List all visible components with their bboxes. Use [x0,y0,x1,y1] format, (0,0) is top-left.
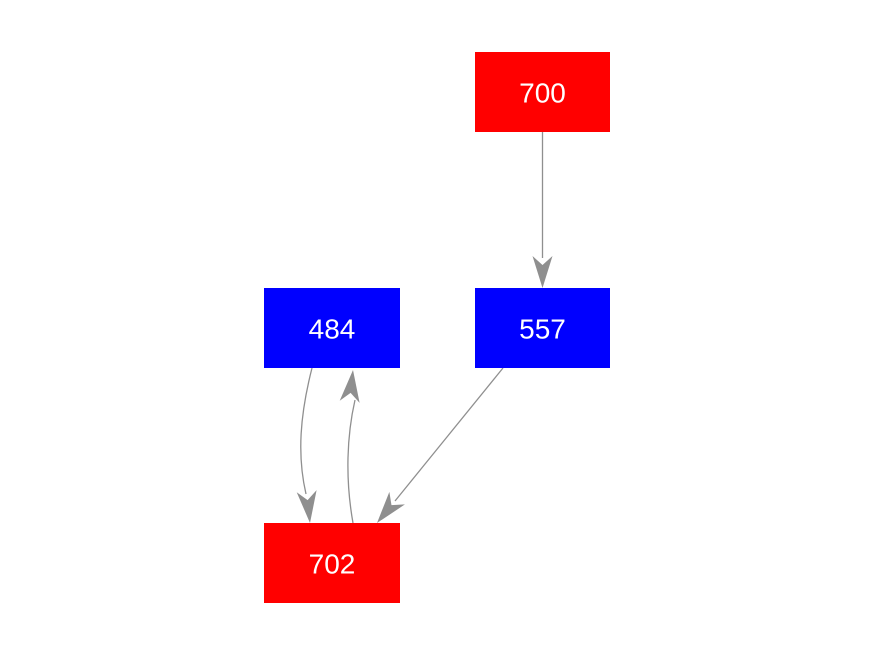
node-702-box[interactable] [264,523,400,603]
node-702[interactable]: 702 [264,523,400,603]
node-700-box[interactable] [475,52,610,132]
node-557-box[interactable] [475,288,610,368]
edge-700-557 [532,132,553,288]
edge-557-702 [377,367,504,523]
node-484[interactable]: 484 [264,288,400,368]
edge-702-484-line [347,399,356,524]
edge-557-702-arrowhead-icon [377,491,405,523]
node-484-box[interactable] [264,288,400,368]
edge-702-484 [339,370,360,524]
node-557[interactable]: 557 [475,288,610,368]
edge-484-702-line [300,367,313,495]
edge-484-702 [296,367,317,523]
nodes-layer: 700 484 557 702 [264,52,610,603]
edges-layer [296,132,553,524]
node-700[interactable]: 700 [475,52,610,132]
edge-484-702-arrowhead-icon [296,490,317,523]
edge-700-557-arrowhead-icon [532,256,553,288]
edge-702-484-arrowhead-icon [339,370,360,403]
edge-557-702-line [394,367,504,502]
